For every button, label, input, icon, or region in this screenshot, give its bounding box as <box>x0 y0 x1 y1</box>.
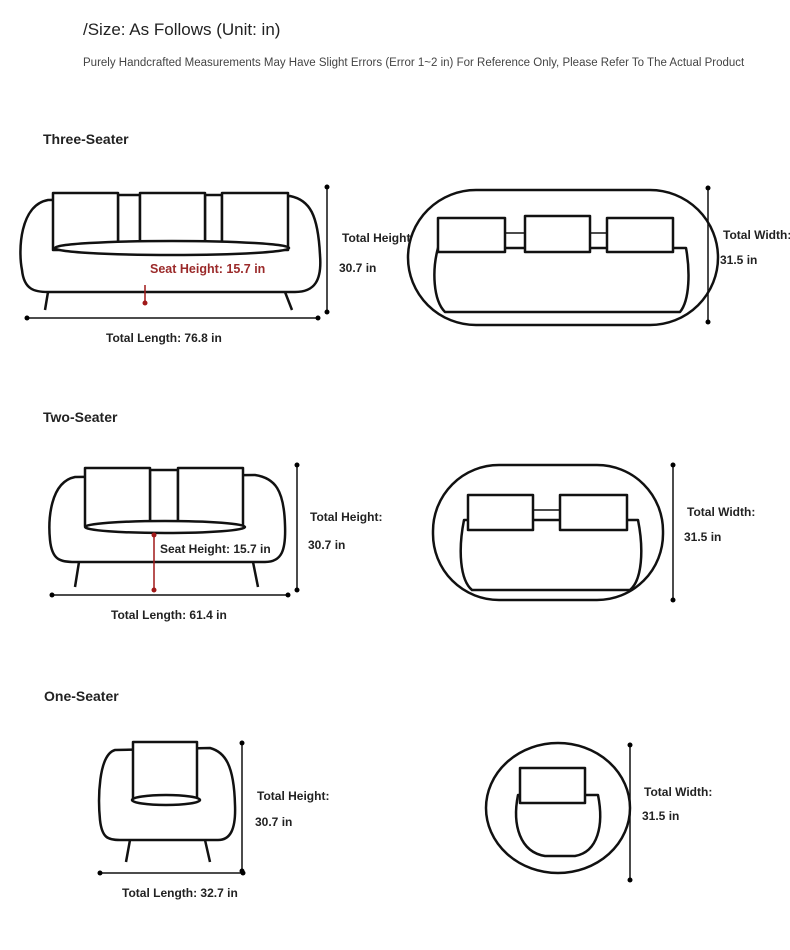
total-width-value: 31.5 in <box>642 809 680 823</box>
measurement-note: Purely Handcrafted Measurements May Have… <box>83 57 745 69</box>
total-width-label: Total Width: <box>723 228 790 242</box>
seat-height-label: Seat Height: 15.7 in <box>150 262 266 276</box>
three-seater-front-drawing <box>19 191 322 311</box>
total-height-value: 30.7 in <box>255 815 293 829</box>
total-length-label: Total Length: 32.7 in <box>122 886 238 900</box>
total-width-label: Total Width: <box>644 785 713 799</box>
page-title: /Size: As Follows (Unit: in) <box>83 20 281 39</box>
section-title-two-seater: Two-Seater <box>43 409 118 425</box>
total-length-label: Total Length: 76.8 in <box>106 331 222 345</box>
two-seater-front-drawing <box>48 462 300 598</box>
two-seater-top-drawing <box>431 462 676 603</box>
seat-height-label: Seat Height: 15.7 in <box>160 542 271 556</box>
total-height-label: Total Height: <box>310 510 383 524</box>
total-length-label: Total Length: 61.4 in <box>111 608 227 622</box>
total-width-value: 31.5 in <box>720 253 758 267</box>
one-seater-front-drawing <box>97 740 246 876</box>
total-height-value: 30.7 in <box>339 261 377 275</box>
section-title-three-seater: Three-Seater <box>43 131 129 147</box>
section-title-one-seater: One-Seater <box>44 688 119 704</box>
total-height-label: Total Height: <box>257 789 330 803</box>
total-width-label: Total Width: <box>687 505 756 519</box>
total-height-label: Total Height <box>342 231 411 245</box>
three-seater-dimension-lines <box>24 184 330 321</box>
one-seater-top-drawing <box>484 741 633 883</box>
total-height-value: 30.7 in <box>308 538 346 552</box>
three-seater-top-drawing <box>406 185 720 327</box>
total-width-value: 31.5 in <box>684 530 722 544</box>
